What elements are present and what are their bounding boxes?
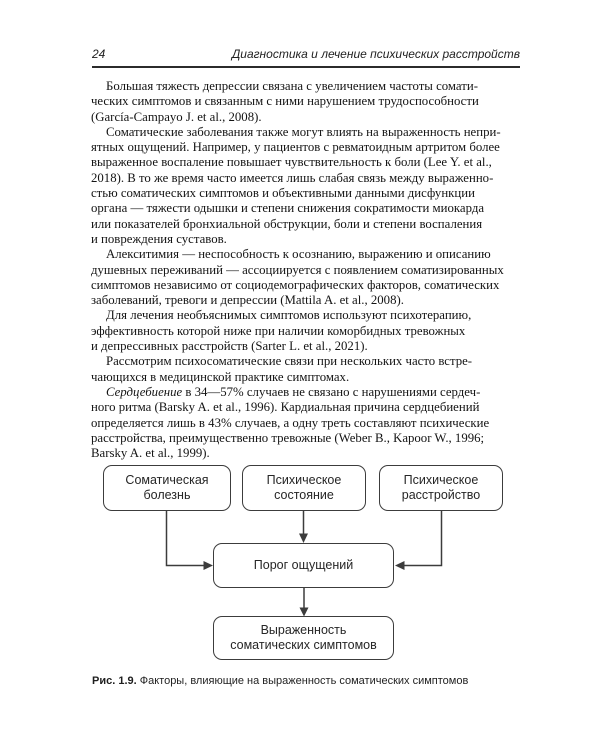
paragraph-1: Большая тяжесть депрессии связана с увел… (91, 79, 479, 124)
paragraph-6: Сердцебиение в 34—57% случаев не связано… (91, 385, 521, 461)
body-text: Большая тяжесть депрессии связана с увел… (91, 79, 521, 461)
figure-caption-label: Рис. 1.9. (92, 675, 137, 687)
diagram-box-somatic-disease: Соматическая болезнь (103, 465, 231, 511)
arrow-mental-disorder-connector (404, 511, 443, 567)
diagram-box-sensation-threshold: Порог ощущений (213, 543, 394, 588)
term-italic: Сердцебиение (106, 384, 183, 399)
paragraph-3: Алекситимия — неспособность к осознанию,… (91, 247, 504, 308)
arrow-somatic-disease-connector (165, 511, 204, 567)
page-number: 24 (92, 47, 106, 61)
paragraph-6-continuation: в 34—57% случаев не связано с нарушениям… (91, 384, 490, 461)
figure-caption-text: Факторы, влияющие на выраженность сомати… (136, 675, 469, 687)
paragraph-4: Для лечения необъяснимых симптомов испол… (91, 308, 472, 354)
arrowhead-right-icon (203, 561, 213, 570)
arrowhead-left-icon (395, 561, 405, 570)
paragraph-2: Соматические заболевания также могут вли… (91, 124, 501, 246)
arrowhead-down-icon (299, 533, 308, 543)
header-rule (92, 66, 520, 68)
diagram-box-mental-state: Психическое состояние (242, 465, 366, 511)
figure-caption: Рис. 1.9. Факторы, влияющие на выраженно… (92, 675, 532, 688)
diagram-box-symptom-severity: Выраженность соматических симптомов (213, 616, 394, 660)
page-header: 24 Диагностика и лечение психических рас… (92, 47, 520, 61)
paragraph-5: Рассмотрим психосоматические связи при н… (91, 354, 473, 384)
diagram-box-mental-disorder: Психическое расстройство (379, 465, 503, 511)
running-head-title: Диагностика и лечение психических расстр… (231, 47, 520, 61)
